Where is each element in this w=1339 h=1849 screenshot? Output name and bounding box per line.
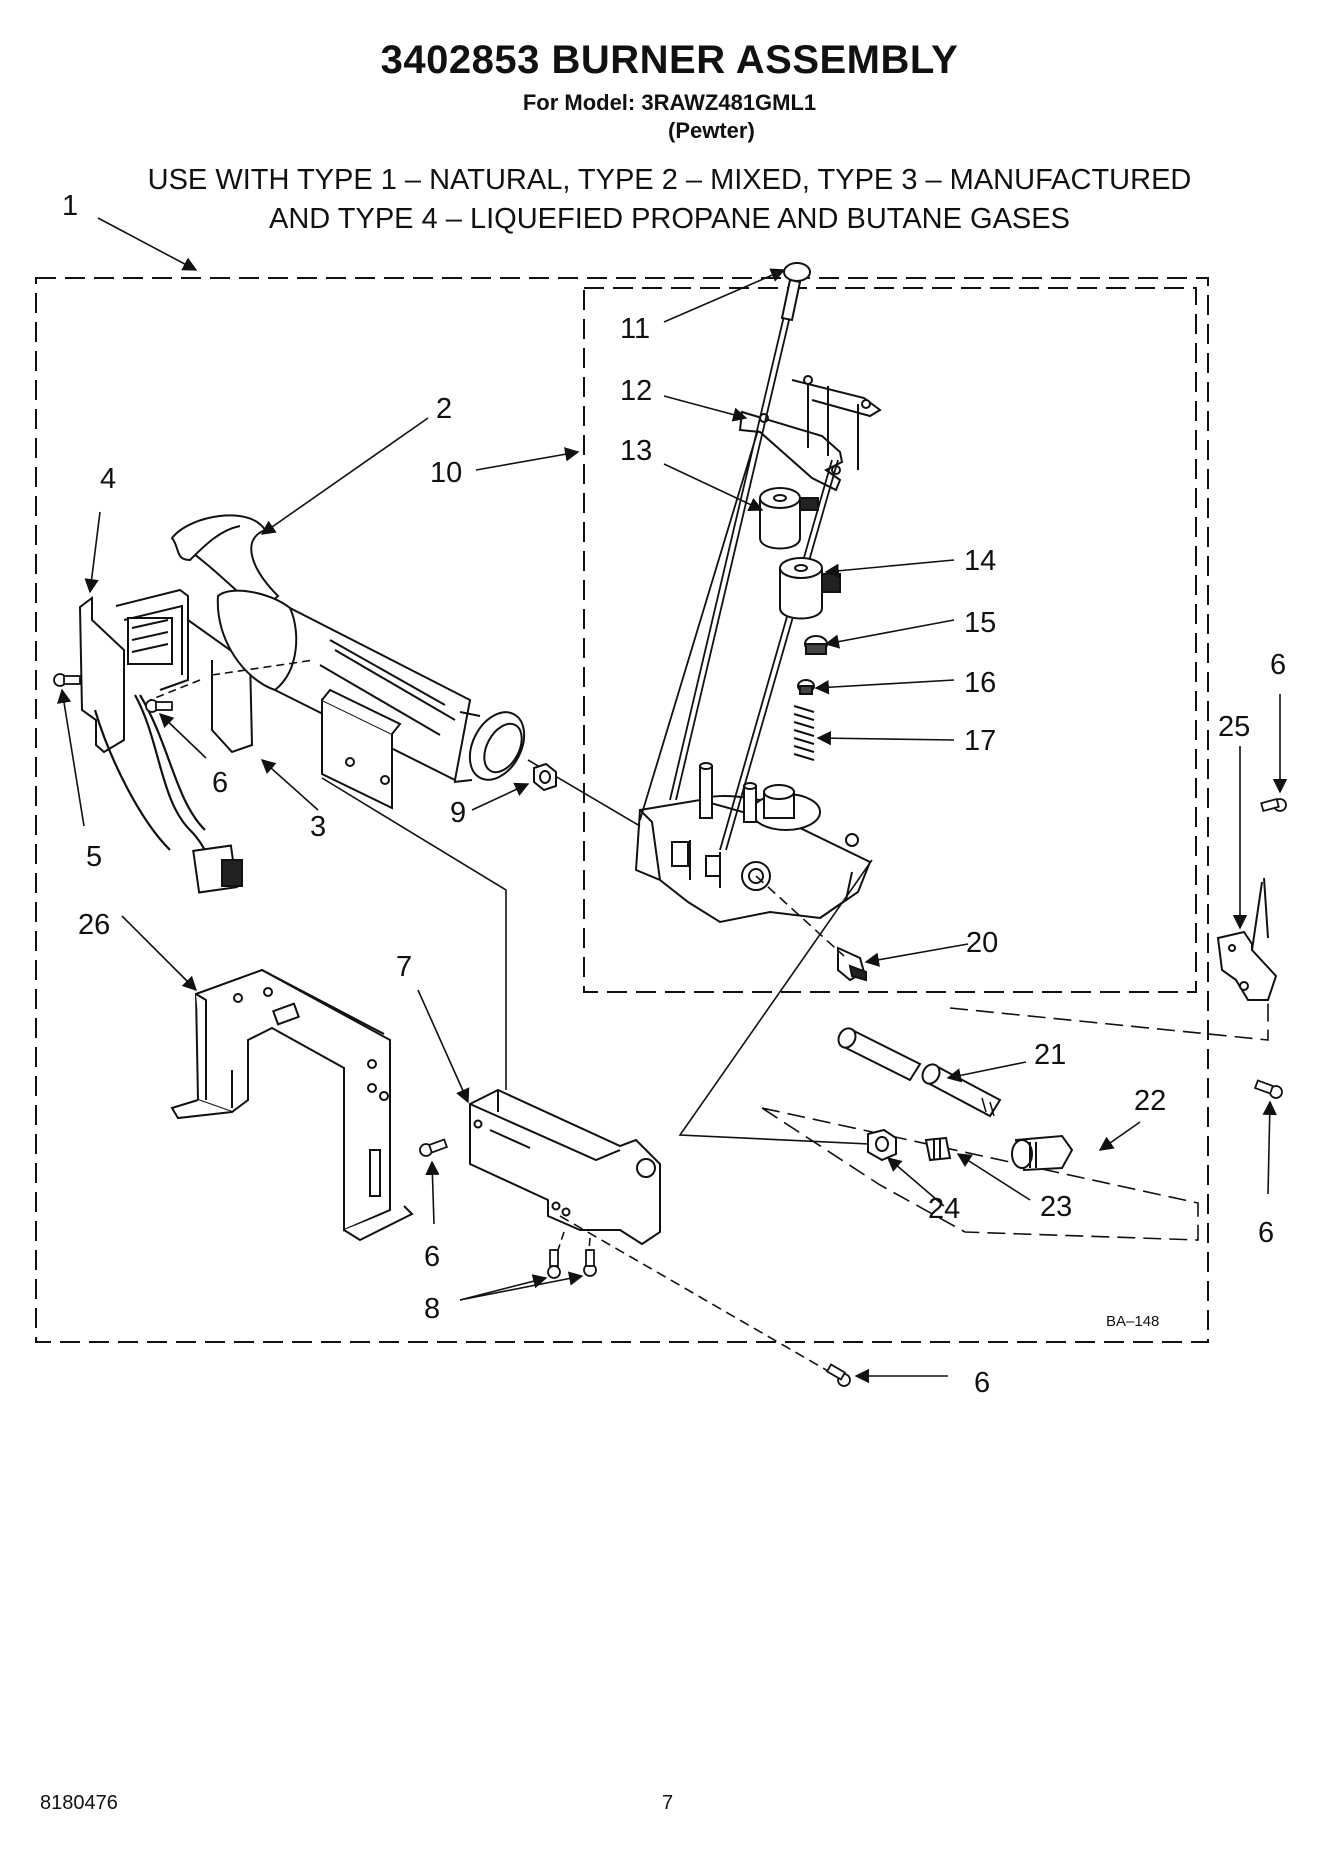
valve-small-parts	[793, 635, 828, 762]
callout-23: 23	[1040, 1191, 1072, 1223]
callout-labels: 1 2 3 4 5 6 6 6 6 6 7 8 9 10 11 12 13 14…	[62, 190, 1286, 1399]
callout-11: 11	[620, 313, 650, 345]
assembly-boundary	[35, 277, 1209, 1343]
page-title: 3402853 BURNER ASSEMBLY	[380, 38, 959, 82]
burner-tube	[170, 514, 526, 783]
callout-2: 2	[436, 393, 452, 425]
igniter-bracket	[78, 588, 254, 754]
callout-26: 26	[78, 909, 110, 941]
screw-6-left	[53, 673, 81, 687]
valve-support-bracket	[469, 1088, 661, 1246]
callout-5: 5	[86, 841, 102, 873]
callout-20: 20	[966, 927, 998, 959]
dash-valve-20	[755, 875, 845, 957]
callout-6-topright: 6	[1270, 649, 1286, 681]
screw-8-a	[547, 1249, 561, 1279]
screw-6-rightlow	[1253, 1079, 1283, 1099]
screws	[53, 673, 1287, 1387]
dash-lead-21-25	[949, 1002, 1269, 1041]
burner-mount-bracket	[170, 968, 414, 1242]
callout-1: 1	[62, 190, 78, 222]
valve-screw-11	[780, 262, 811, 322]
callout-8: 8	[424, 1293, 440, 1325]
callout-12: 12	[620, 375, 652, 407]
burner-shield	[321, 688, 402, 810]
model-number: For Model: 3RAWZ481GML1	[522, 90, 817, 115]
screw-8-b	[583, 1249, 597, 1277]
callout-15: 15	[964, 607, 996, 639]
valve-coil-mount-bracket	[738, 375, 882, 492]
page-number: 7	[662, 1792, 674, 1814]
orifice-9	[533, 762, 557, 792]
igniter-wires	[93, 694, 211, 861]
igniter-connector	[192, 844, 243, 894]
callout-6-left: 6	[212, 767, 228, 799]
callout-17: 17	[964, 725, 996, 757]
diagram-reference: BA–148	[1106, 1313, 1159, 1330]
callout-6-bracket: 6	[424, 1241, 440, 1273]
dash-bracket-screws	[553, 1231, 591, 1263]
screw-6-bottom	[825, 1363, 851, 1387]
callout-4: 4	[100, 463, 116, 495]
callout-14: 14	[964, 545, 996, 577]
valve-assembly-boundary	[583, 287, 1197, 993]
callout-6-bottom: 6	[974, 1367, 990, 1399]
valve-mounting-rods	[639, 281, 839, 851]
secondary-coil-13	[759, 487, 819, 550]
screw-6-topright	[1260, 797, 1287, 813]
dash-bracket-6	[559, 1215, 841, 1379]
callout-24: 24	[928, 1193, 960, 1225]
gas-valve-body	[634, 762, 872, 924]
callout-3: 3	[310, 811, 326, 843]
screw-6-mid	[145, 699, 173, 713]
gas-type-note-line-1: USE WITH TYPE 1 – NATURAL, TYPE 2 – MIXE…	[147, 164, 1192, 196]
orifice-kit-outline	[761, 1107, 1199, 1241]
pipe-nipple-21	[837, 1027, 1002, 1118]
callout-16: 16	[964, 667, 996, 699]
document-number: 8180476	[40, 1792, 118, 1814]
callout-10: 10	[430, 457, 462, 489]
callout-22: 22	[1134, 1085, 1166, 1117]
lead-shield-bracket	[321, 777, 507, 1090]
model-variant: (Pewter)	[668, 118, 755, 143]
callout-9: 9	[450, 797, 466, 829]
callout-13: 13	[620, 435, 652, 467]
screw-6-bracket	[419, 1138, 449, 1157]
callout-7: 7	[396, 951, 412, 983]
booster-coil-14	[779, 557, 841, 620]
gas-type-note-line-2: AND TYPE 4 – LIQUEFIED PROPANE AND BUTAN…	[269, 203, 1070, 235]
callout-6-right: 6	[1258, 1217, 1274, 1249]
lead-valve-orifice	[678, 859, 891, 1146]
leader-lines	[56, 217, 1288, 1384]
sensor-bracket-25	[1216, 877, 1278, 1001]
dash-burner-igniter	[149, 659, 315, 701]
inlet-fitting-20	[837, 946, 867, 982]
callout-21: 21	[1034, 1039, 1066, 1071]
orifice-fittings-23-24	[867, 1128, 1074, 1172]
callout-25: 25	[1218, 711, 1250, 743]
